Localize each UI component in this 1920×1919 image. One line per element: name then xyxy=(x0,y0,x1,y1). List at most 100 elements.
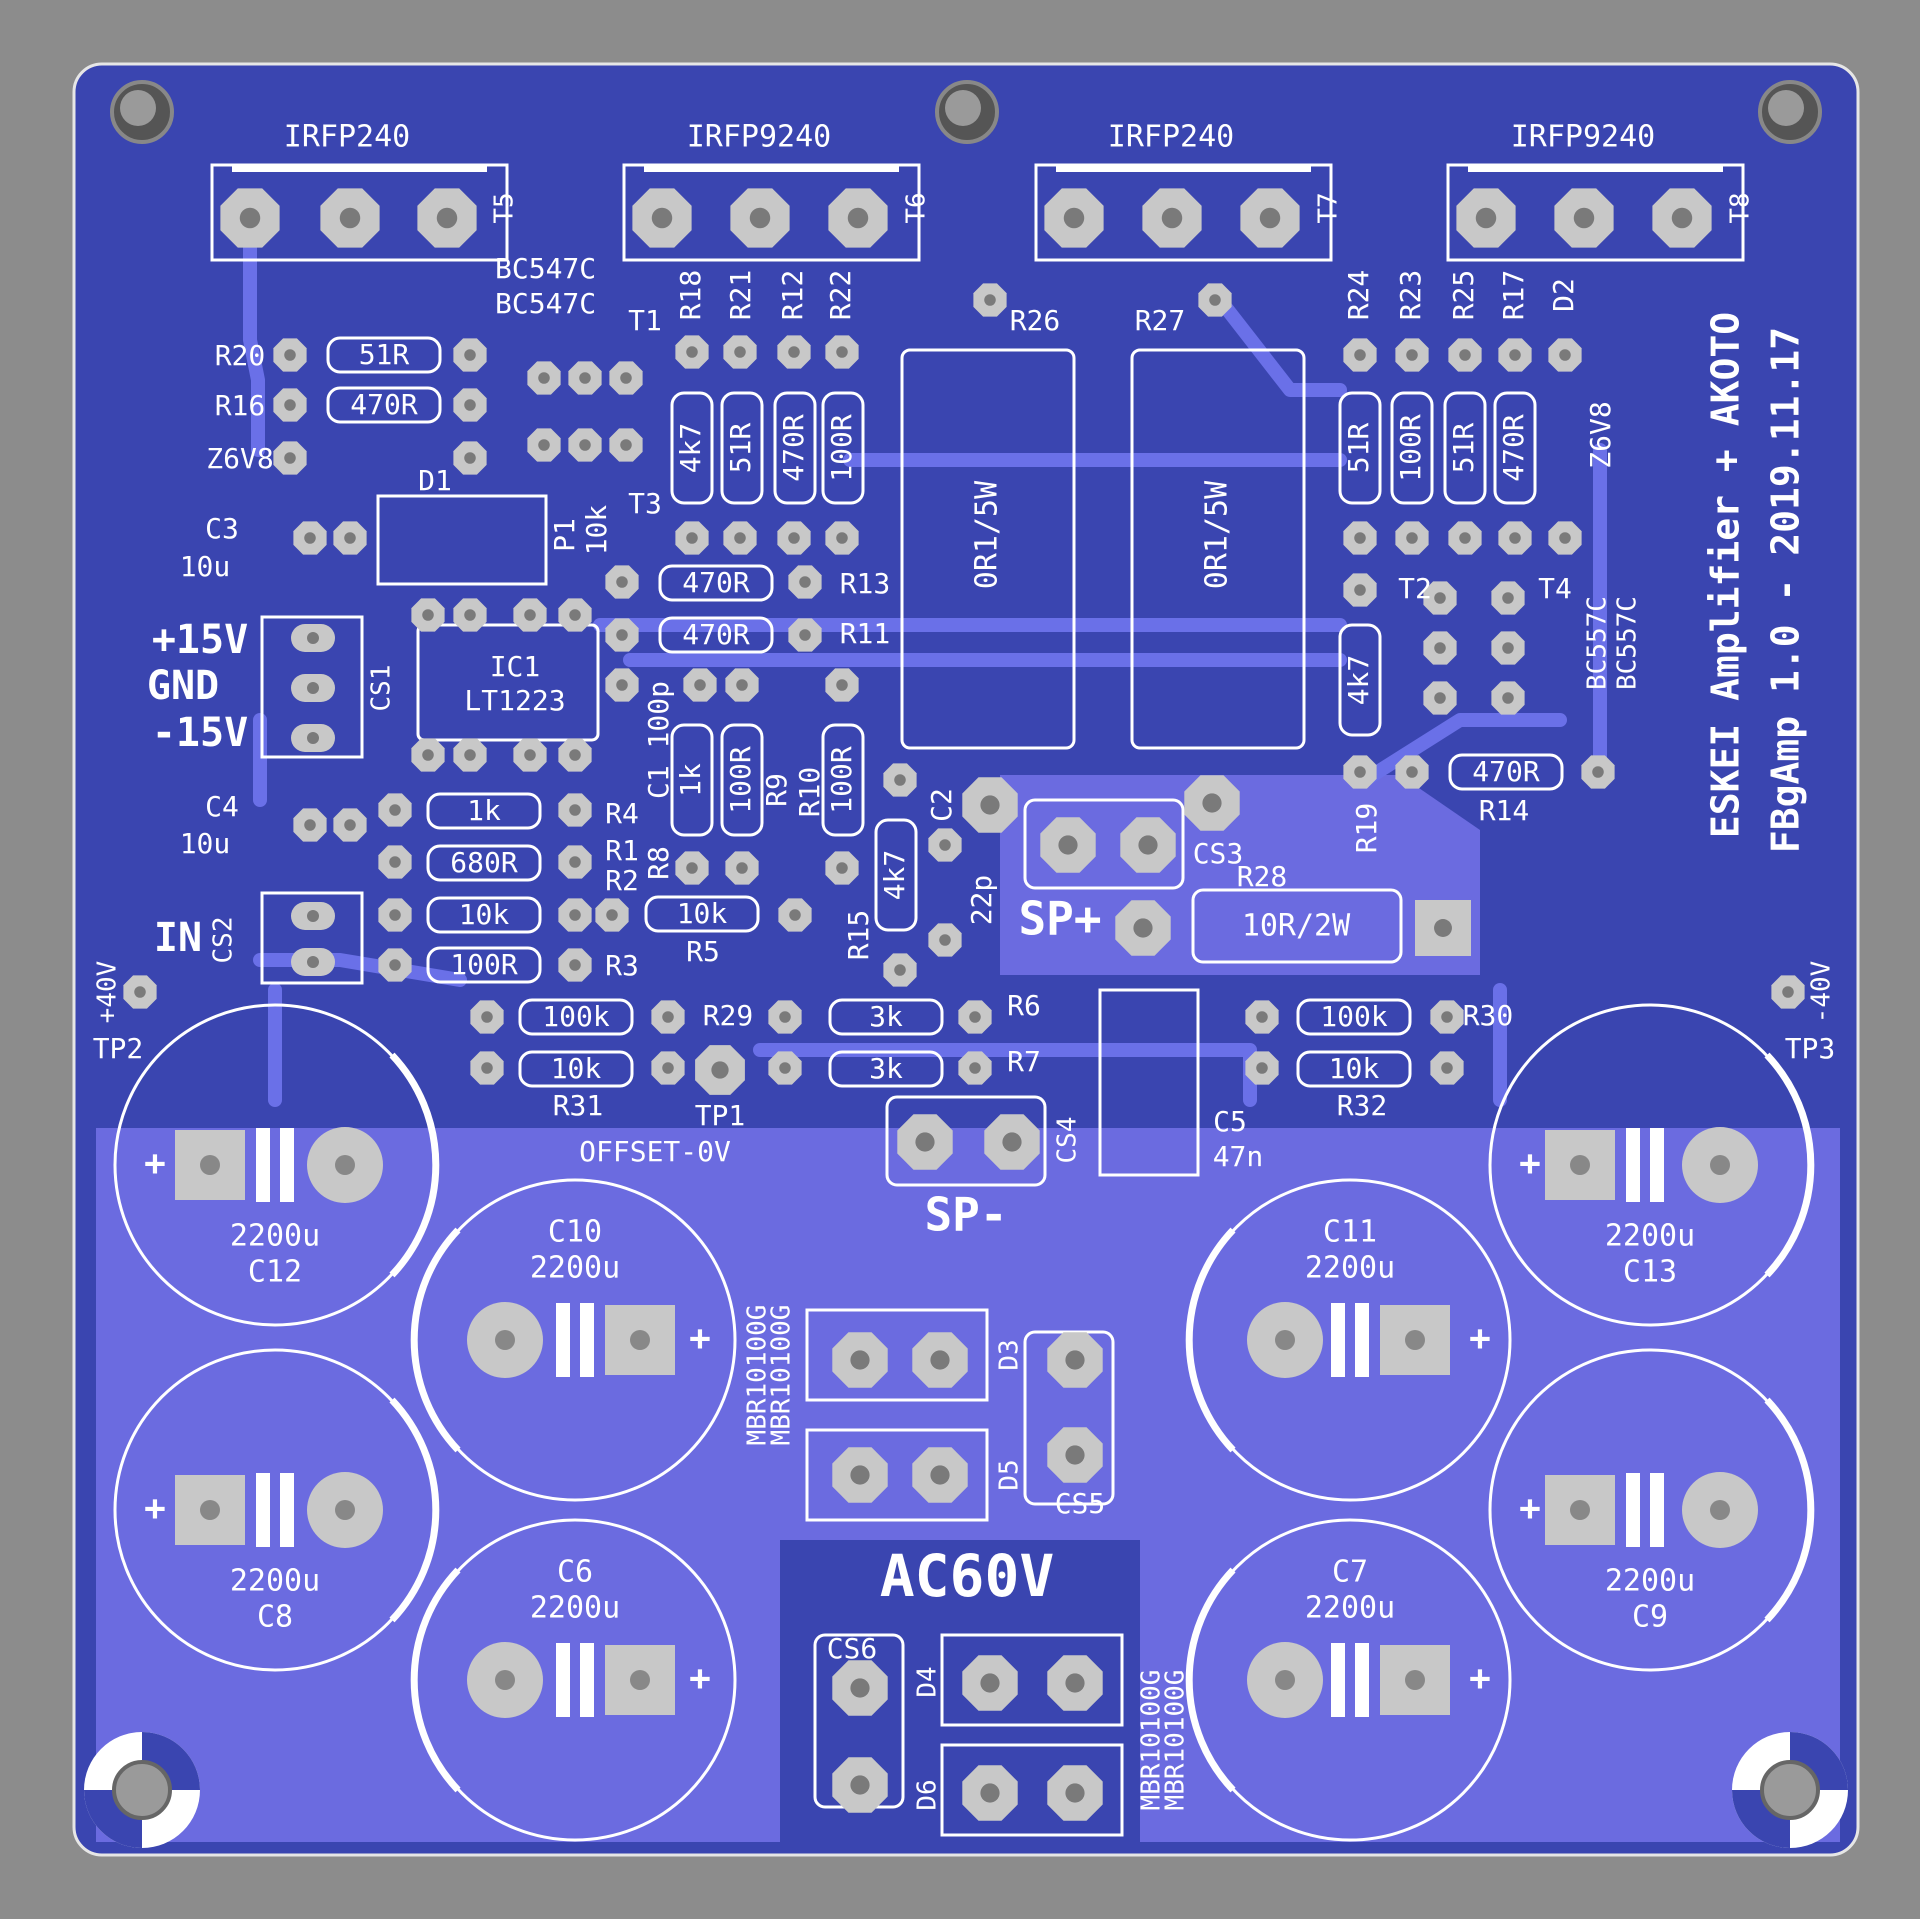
drill-hole xyxy=(464,609,476,621)
component-ref-label: CS2 xyxy=(209,917,239,964)
component-ref-label: T4 xyxy=(1538,572,1572,605)
resistor-value: 10k xyxy=(551,1052,602,1085)
component-ref-label: R6 xyxy=(1007,989,1041,1022)
resistor-body xyxy=(720,391,764,505)
drill-hole xyxy=(734,532,746,544)
resistor-value: 4k7 xyxy=(878,850,911,901)
component-ref-label: 47n xyxy=(1213,1140,1264,1173)
capacitor-label: C6 xyxy=(557,1555,593,1590)
component-ref-label: R27 xyxy=(1135,304,1186,337)
component-ref-label: LT1223 xyxy=(464,684,565,717)
component-ref-label: TP1 xyxy=(695,1099,746,1132)
drill-hole xyxy=(1202,793,1222,813)
drill-hole xyxy=(789,909,801,921)
resistor-value: 470R xyxy=(682,618,750,651)
component-ref-label: BC547C xyxy=(495,252,596,285)
component-ref-label: MBR10100G xyxy=(1137,1670,1167,1811)
component-ref-label: BC557C xyxy=(1613,596,1643,690)
drill-hole xyxy=(239,207,261,229)
drill-hole xyxy=(1434,692,1446,704)
component-ref-label: C1 100p xyxy=(642,681,675,799)
drill-hole xyxy=(1592,766,1604,778)
drill-hole xyxy=(939,839,951,851)
drill-hole xyxy=(1502,592,1514,604)
cap-pads-c10 xyxy=(467,1302,675,1378)
component-ref-label: P1 xyxy=(548,518,581,552)
resistor-value: 1k xyxy=(467,794,501,827)
capacitor-label: 2200u xyxy=(530,1251,620,1286)
component-ref-label: R29 xyxy=(703,999,754,1032)
resistor-body xyxy=(1443,391,1487,505)
input-label: IN xyxy=(154,915,202,961)
ac-input-label: AC60V xyxy=(880,1542,1055,1610)
component-ref-label: R28 xyxy=(1237,860,1288,893)
drill-hole xyxy=(569,959,581,971)
cap-pads-c8 xyxy=(175,1472,383,1548)
capacitor-label: C13 xyxy=(1623,1255,1677,1290)
big-capacitor-pads xyxy=(175,1127,1758,1718)
capacitor-label: 2200u xyxy=(230,1564,320,1599)
component-ref-label: 10u xyxy=(180,827,231,860)
component-ref-label: R14 xyxy=(1479,794,1530,827)
component-ref-label: R15 xyxy=(842,910,875,961)
resistor-value: 51R xyxy=(1342,423,1375,474)
drill-hole xyxy=(930,1350,950,1370)
component-ref-label: R18 xyxy=(674,270,707,321)
polarity-mark: + xyxy=(1469,1318,1491,1359)
component-ref-label: R20 xyxy=(215,339,266,372)
drill-hole xyxy=(662,1062,674,1074)
drill-hole xyxy=(980,795,1000,815)
component-ref-label: CS6 xyxy=(827,1632,878,1665)
component-ref-label: R2 xyxy=(605,864,639,897)
polarity-mark: + xyxy=(689,1658,711,1699)
drill-hole xyxy=(304,819,316,831)
drill-hole xyxy=(1475,207,1497,229)
drill-hole xyxy=(799,629,811,641)
drill-hole xyxy=(1406,349,1418,361)
drill-hole xyxy=(307,956,319,968)
drill-hole xyxy=(1354,766,1366,778)
small-resistors xyxy=(326,336,1564,1088)
component-ref-label: R26 xyxy=(1010,304,1061,337)
drill-hole xyxy=(686,346,698,358)
drill-hole xyxy=(1434,592,1446,604)
drill-hole xyxy=(389,804,401,816)
component-ref-label: R10 xyxy=(793,767,826,818)
component-ref-label: Z6V8 xyxy=(206,442,273,475)
resistor-value: 1k xyxy=(674,763,707,797)
component-ref-label: D4 xyxy=(913,1666,943,1697)
transistor-type-label: IRFP9240 xyxy=(687,120,832,155)
drill-hole xyxy=(569,804,581,816)
drill-hole xyxy=(389,856,401,868)
resistor-body xyxy=(1338,391,1382,505)
resistor-value: 100R xyxy=(825,414,858,482)
component-ref-label: R21 xyxy=(724,270,757,321)
component-ref-label: R11 xyxy=(840,617,891,650)
component-ref-label: R5 xyxy=(686,935,720,968)
component-ref-label: R19 xyxy=(1350,803,1383,854)
resistor-value: 680R xyxy=(450,846,518,879)
component-ref-label: R16 xyxy=(215,389,266,422)
power-transistors xyxy=(210,163,1745,262)
drill-hole xyxy=(307,910,319,922)
drill-hole xyxy=(1406,532,1418,544)
drill-hole xyxy=(1406,766,1418,778)
drill-hole xyxy=(779,1011,791,1023)
resistor-body xyxy=(1338,623,1382,737)
component-ref-label: 22p xyxy=(965,875,998,926)
drill-hole xyxy=(1065,1673,1085,1693)
drill-hole xyxy=(344,819,356,831)
drill-hole xyxy=(344,532,356,544)
component-ref-label: T1 xyxy=(628,304,662,337)
drill-hole xyxy=(850,1678,870,1698)
drill-hole xyxy=(616,629,628,641)
polarity-mark: + xyxy=(689,1318,711,1359)
component-ref-label: R1 xyxy=(605,834,639,867)
drill-hole xyxy=(1133,918,1153,938)
resistor-body xyxy=(828,998,944,1036)
transistor-ref-label: T6 xyxy=(902,192,932,223)
drill-hole xyxy=(389,909,401,921)
polarity-mark: + xyxy=(144,1488,166,1529)
drill-hole xyxy=(606,909,618,921)
